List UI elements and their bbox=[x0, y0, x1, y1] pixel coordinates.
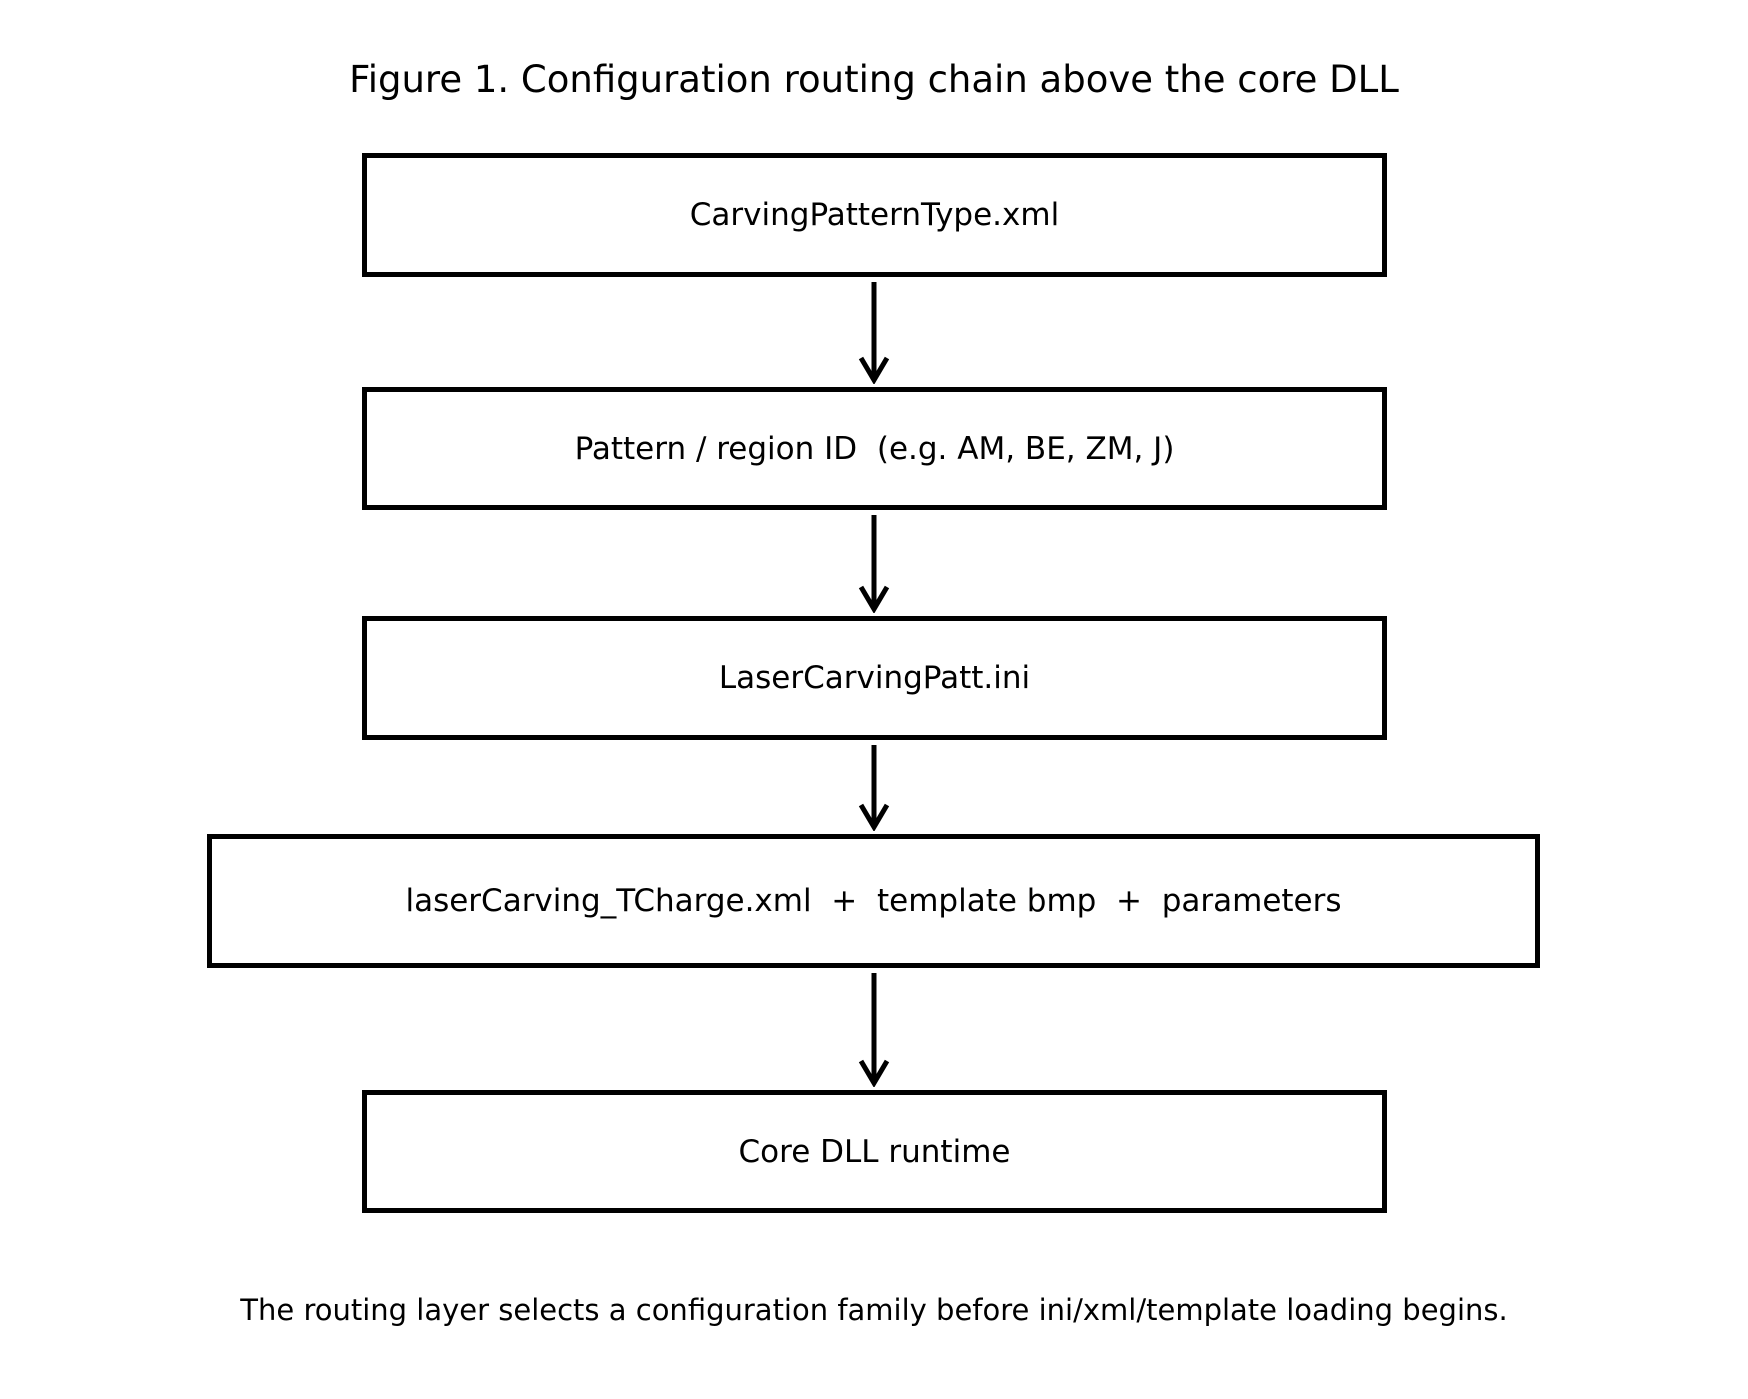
figure-caption: The routing layer selects a configuratio… bbox=[240, 1293, 1508, 1327]
flow-box-laser-carving-tcharge: laserCarving_TCharge.xml + template bmp … bbox=[207, 834, 1540, 968]
arrow-down-icon bbox=[858, 973, 890, 1087]
flow-box-label: Core DLL runtime bbox=[738, 1133, 1011, 1170]
flow-box-label: Pattern / region ID (e.g. AM, BE, ZM, J) bbox=[574, 430, 1175, 467]
flow-box-pattern-region-id: Pattern / region ID (e.g. AM, BE, ZM, J) bbox=[362, 387, 1387, 510]
flow-box-label: LaserCarvingPatt.ini bbox=[718, 660, 1031, 696]
arrow-down-icon bbox=[858, 515, 890, 613]
flow-box-carving-pattern-type-xml: CarvingPatternType.xml bbox=[362, 153, 1387, 277]
flow-box-laser-carving-patt-ini: LaserCarvingPatt.ini bbox=[362, 616, 1387, 740]
flow-box-core-dll-runtime: Core DLL runtime bbox=[362, 1090, 1387, 1213]
flow-box-label: CarvingPatternType.xml bbox=[689, 197, 1060, 233]
figure-title: Figure 1. Configuration routing chain ab… bbox=[349, 58, 1399, 101]
arrow-down-icon bbox=[858, 745, 890, 831]
flow-box-label: laserCarving_TCharge.xml + template bmp … bbox=[405, 883, 1342, 919]
arrow-down-icon bbox=[858, 282, 890, 384]
